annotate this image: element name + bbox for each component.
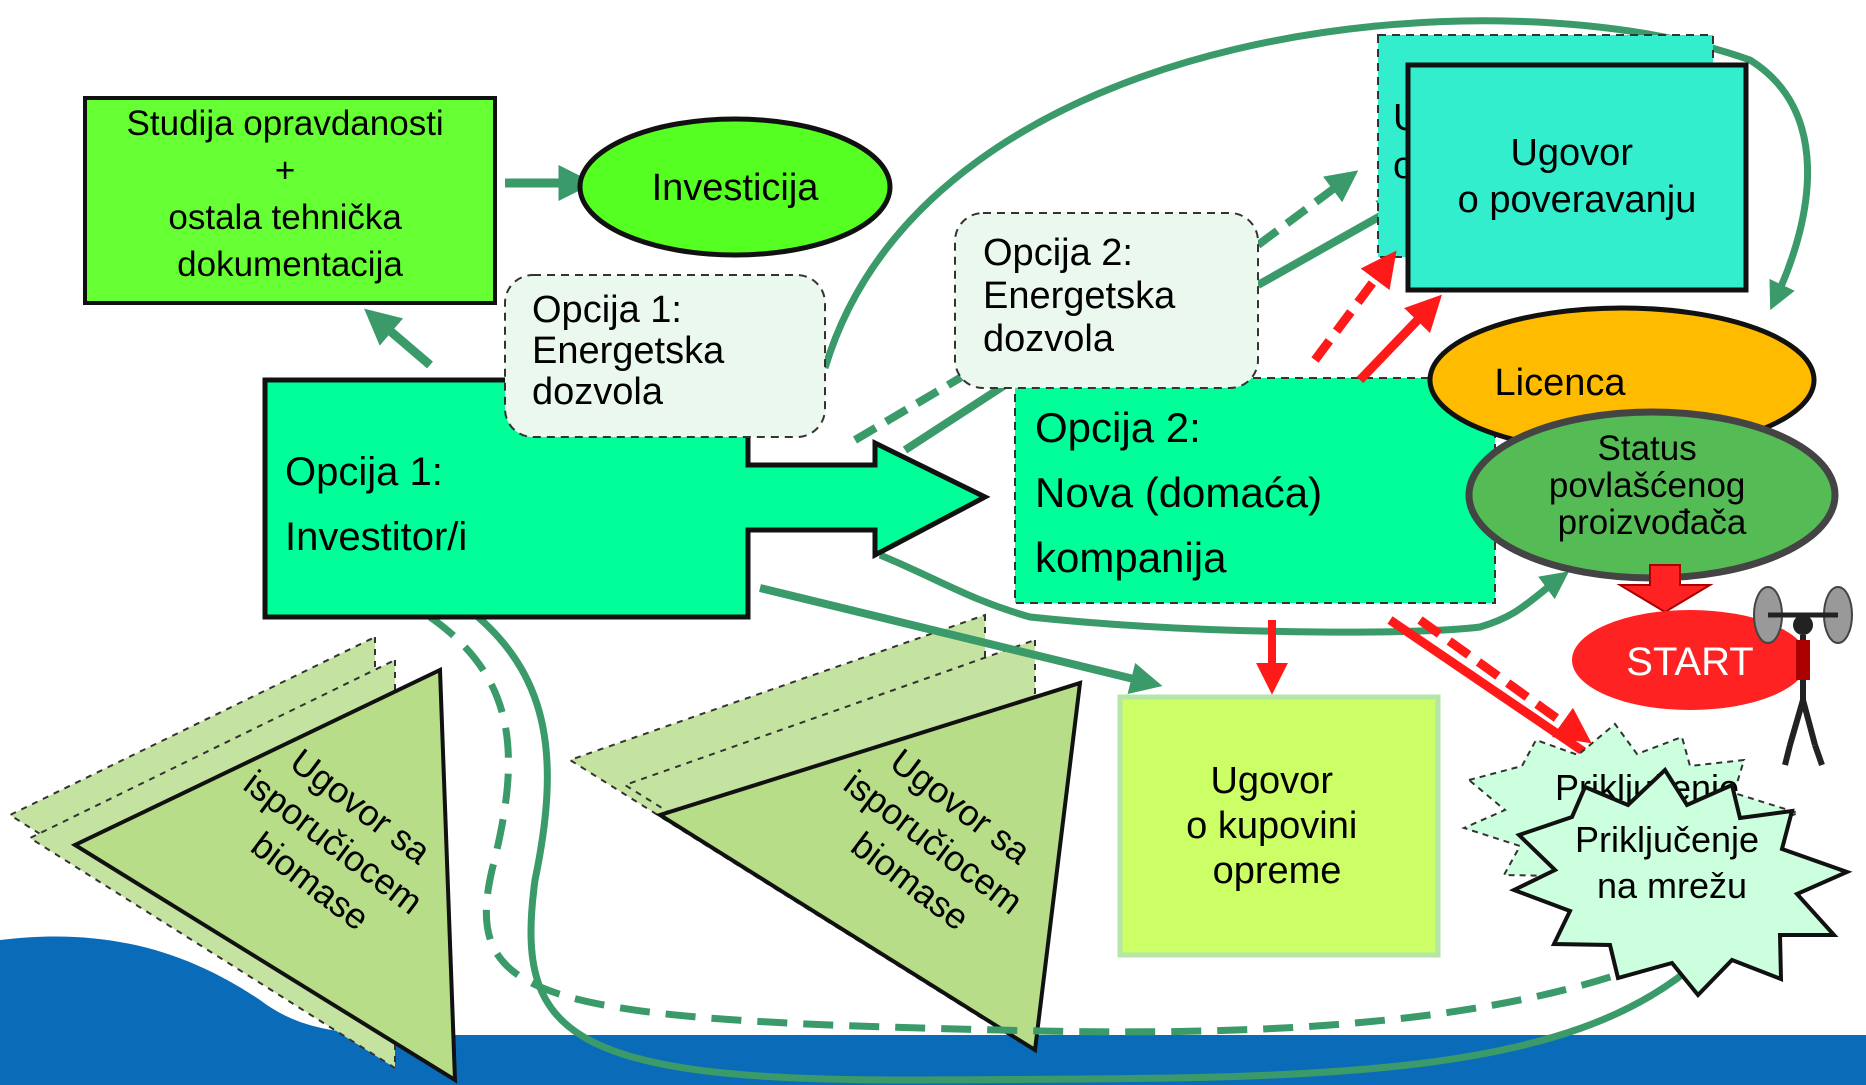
red-arrow-kompanija-ugovor (1356, 294, 1442, 384)
curve-bottom-solid (475, 614, 1709, 1084)
triangle-biomasa-right (655, 680, 1083, 1054)
start-ellipse (1572, 610, 1808, 710)
arrow-investitor-dozvola2-dashed (852, 371, 968, 444)
studija-box (83, 96, 497, 305)
triangle-biomasa-left (70, 666, 458, 1084)
status-label: Status povlašćenog proizvođača (1549, 429, 1755, 542)
curve-bottom-dashed (427, 614, 1707, 1036)
runner-icon (1753, 586, 1853, 766)
arrow-dozvola2-ugovor-dashed (1255, 170, 1359, 249)
red-arrow-kompanija-prikljucenje-dashed (1417, 616, 1592, 744)
investicija-ellipse (577, 116, 893, 258)
bottom-band (0, 936, 1866, 1085)
opcija2-dozvola-box (954, 212, 1259, 389)
investitor-label: Opcija 1: Investitor/i (285, 450, 467, 559)
start-label: START (1626, 640, 1753, 684)
opcija2-dozvola-label: Opcija 2: Energetska dozvola (983, 232, 1186, 360)
prikljucenje-label: Priključenje na mrežu (1575, 819, 1769, 906)
opcija1-dozvola-label: Opcija 1: Energetska dozvola (532, 289, 735, 413)
biomasa-left-label: Ugovor sa isporučiocem biomase (209, 726, 465, 964)
arrow-investitor-dozvola2 (902, 381, 1008, 454)
kompanija-box (1014, 377, 1496, 604)
prikljucenje-burst (1508, 766, 1853, 999)
investicija-label: Investicija (652, 167, 820, 209)
curve-top-loop (821, 17, 1811, 370)
kupovina-label: Ugovor o kupovini opreme (1186, 760, 1368, 892)
studija-label: Studija opravdanosti + ostala tehnička d… (127, 104, 454, 284)
status-start-arrow (1616, 564, 1714, 614)
arrow-investitor-kupovina (759, 584, 1163, 695)
kompanija-label: Opcija 2: Nova (domaća) kompanija (1035, 404, 1334, 581)
kupovina-box (1117, 694, 1441, 958)
arrow-investitor-studija (364, 308, 433, 369)
red-arrow-kompanija-ugovor-dashed (1311, 250, 1397, 363)
investitor-arrow-shape (262, 377, 991, 620)
ugovor-poveravanju-box (1405, 62, 1749, 293)
ugovor-poveravanju-label: Ugovor o poveravanju (1458, 132, 1697, 221)
arrow-dozvola2-ugovor (1256, 198, 1412, 289)
licenca-label: Licenca (1495, 362, 1627, 404)
opcija1-dozvola-box (504, 274, 826, 438)
curve-to-status (878, 551, 1570, 636)
